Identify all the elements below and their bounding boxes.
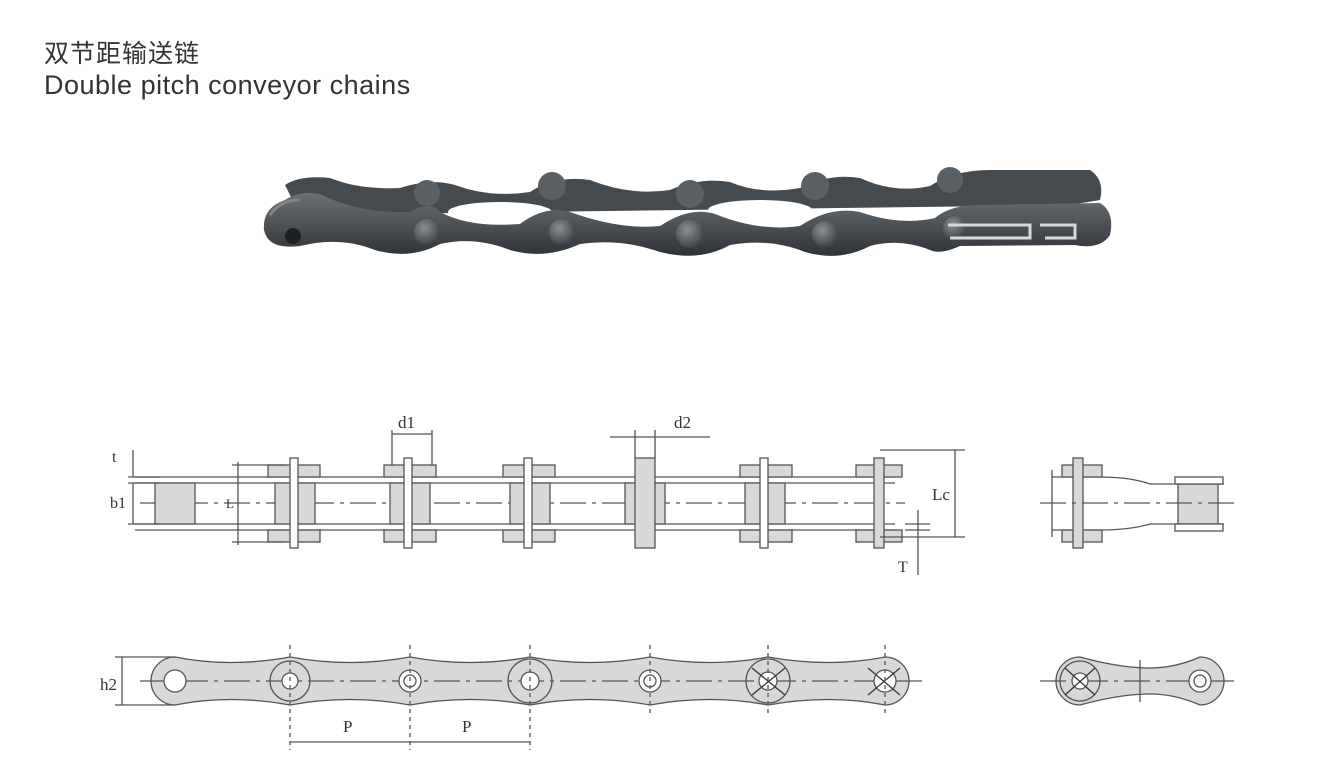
end-view-side bbox=[1040, 656, 1235, 706]
label-d1: d1 bbox=[398, 413, 415, 432]
label-T: T bbox=[898, 559, 908, 576]
title-chinese: 双节距输送链 bbox=[44, 39, 201, 68]
label-P-1: P bbox=[343, 717, 352, 736]
label-t: t bbox=[112, 449, 117, 466]
end-view-top bbox=[1040, 457, 1235, 549]
label-h2: h2 bbox=[100, 675, 117, 694]
label-b1: b1 bbox=[110, 495, 126, 512]
chain-windows bbox=[448, 200, 812, 222]
chain-photo bbox=[263, 167, 1112, 256]
roller-1 bbox=[154, 482, 196, 525]
label-P-2: P bbox=[462, 717, 471, 736]
label-L: L bbox=[226, 496, 234, 511]
chain-connecting-link bbox=[948, 223, 1077, 240]
side-pitch-ticks bbox=[289, 645, 886, 750]
label-d2: d2 bbox=[674, 413, 691, 432]
d2-pin bbox=[634, 457, 656, 549]
pin-plates bbox=[267, 464, 903, 543]
pins-top bbox=[289, 457, 885, 549]
label-Lc: Lc bbox=[932, 485, 950, 504]
side-view-drawing bbox=[115, 645, 925, 750]
chain-pins bbox=[285, 167, 967, 248]
title-english: Double pitch conveyor chains bbox=[44, 70, 411, 100]
top-view-drawing bbox=[128, 430, 965, 575]
